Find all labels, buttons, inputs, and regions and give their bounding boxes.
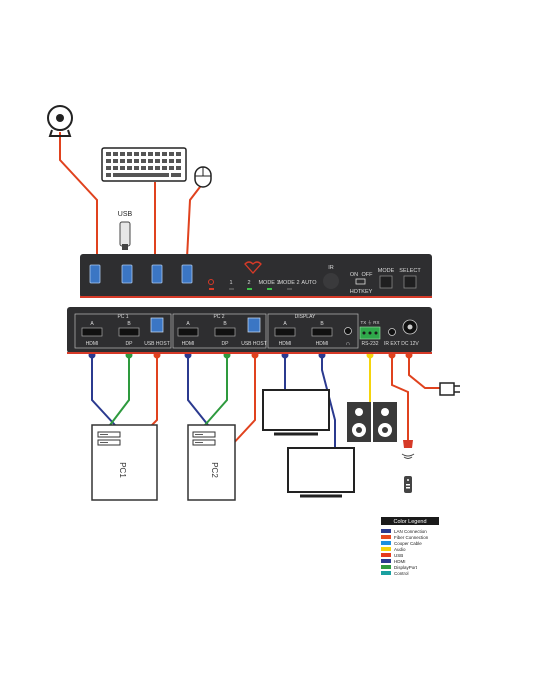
pc1-port-a-label: A (90, 321, 94, 327)
pc1-usb-host-label: USB HOST (144, 341, 170, 347)
led-1-label: 1 (229, 280, 232, 286)
legend-item-label: Fiber Connection (394, 535, 429, 540)
auto-label: AUTO (301, 280, 317, 286)
brand-logo (244, 261, 262, 274)
power-adapter-icon (439, 382, 460, 396)
usb-drive-label: USB (118, 211, 133, 218)
pc2-usb-cable (229, 354, 256, 448)
speakers-icon (347, 402, 397, 442)
rs232-label: RS-232 (362, 341, 379, 347)
rear-panel: PC 1 A B HDMI DP USB HOST PC 2 A B HDMI … (67, 307, 432, 354)
ir-receiver-icon (323, 273, 339, 289)
pc2-hdmi-label: HDMI (182, 341, 195, 347)
pc1-hdmi-label: HDMI (86, 341, 99, 347)
legend-swatch (381, 565, 391, 569)
hotkey-switch[interactable] (355, 278, 366, 285)
pc2-port-a-label: A (186, 321, 190, 327)
usb-drive-icon (119, 221, 131, 250)
pc1-dp-cable (109, 354, 130, 426)
display-port-b-label: B (320, 321, 324, 327)
pc1-dp-port (118, 327, 140, 337)
legend-item-label: Cooper Cable (394, 541, 422, 546)
pc2-usb-host-label: USB HOST (241, 341, 267, 347)
front-usb-port (89, 264, 101, 284)
mode1-label: MODE 1 (258, 280, 279, 286)
pc1-group-label: PC 1 (117, 314, 128, 320)
display-hdmi-a-label: HDMI (279, 341, 292, 347)
pc2-hdmi-port (177, 327, 199, 337)
select-button[interactable] (403, 275, 417, 289)
front-usb-port (151, 264, 163, 284)
select-button-label: SELECT (399, 268, 421, 274)
ir-sensor-icon (401, 440, 415, 459)
mouse-icon (194, 166, 212, 188)
monitor-b-icon (287, 447, 355, 498)
pc2-usb-host-port (247, 317, 261, 333)
pc1-label: PC1 (118, 462, 127, 478)
hotkey-label: HOTKEY (350, 289, 373, 295)
led-2-label: 2 (247, 280, 250, 286)
pc1-hdmi-port (81, 327, 103, 337)
pc1-dp-label: DP (126, 341, 134, 347)
legend-swatch (381, 541, 391, 545)
audio-jack (344, 327, 352, 335)
legend-swatch (381, 559, 391, 563)
keyboard-icon (101, 147, 187, 182)
pc2-label: PC2 (210, 462, 219, 478)
power-cable (408, 354, 440, 389)
webcam-cable (59, 132, 98, 258)
mode-button[interactable] (379, 275, 393, 289)
pc1-hdmi-cable (91, 354, 116, 426)
front-usb-port (181, 264, 193, 284)
power-led (208, 279, 214, 285)
legend-swatch (381, 547, 391, 551)
legend-swatch (381, 535, 391, 539)
front-panel: 1 2 MODE 1 MODE 2 AUTO IR ON OFF HOTKEY … (80, 254, 432, 298)
legend-item-label: USB (394, 553, 403, 558)
legend-item-label: Control (394, 571, 409, 576)
off-label: OFF (362, 272, 374, 278)
front-usb-port (121, 264, 133, 284)
display-port-a-label: A (283, 321, 287, 327)
ir-ext-jack (388, 328, 396, 336)
mode-button-label: MODE (378, 268, 395, 274)
on-label: ON (350, 272, 358, 278)
pc2-hdmi-cable (187, 354, 209, 426)
pc2-dp-cable (204, 354, 228, 426)
headphone-icon: ∩ (346, 341, 350, 347)
pc1-port-b-label: B (127, 321, 131, 327)
pc1-usb-host-port (150, 317, 164, 333)
display-hdmi-b-port (311, 327, 333, 337)
remote-control-icon (404, 476, 412, 493)
display-hdmi-b-label: HDMI (316, 341, 329, 347)
legend-swatch (381, 571, 391, 575)
monitor-a-icon (262, 389, 330, 436)
ir-ext-label: IR EXT (384, 341, 400, 347)
ir-ext-cable (391, 354, 409, 440)
pc2-dp-label: DP (222, 341, 230, 347)
mouse-cable (186, 182, 204, 259)
ir-label: IR (328, 265, 334, 271)
legend-item-label: DisplayPort (394, 565, 418, 570)
legend-title: Color Legend (393, 519, 426, 525)
mode2-label: MODE 2 (278, 280, 299, 286)
display-hdmi-a-port (274, 327, 296, 337)
cables (59, 132, 440, 448)
legend-item-label: HDMI (394, 559, 406, 564)
legend-item-label: Audio (394, 547, 406, 552)
dc-label: DC 12V (401, 341, 419, 347)
pc2-port-b-label: B (223, 321, 227, 327)
pc2-group-label: PC 2 (213, 314, 224, 320)
rs232-pin-label: TX ⏚ RX (360, 319, 379, 325)
legend-item-label: LAN Connection (394, 529, 427, 534)
pc2-tower-icon (187, 424, 236, 501)
display-group-label: DISPLAY (295, 314, 316, 320)
pc2-dp-port (214, 327, 236, 337)
legend-swatch (381, 553, 391, 557)
legend-swatch (381, 529, 391, 533)
webcam-icon (47, 105, 73, 137)
pc1-tower-icon (91, 424, 158, 501)
